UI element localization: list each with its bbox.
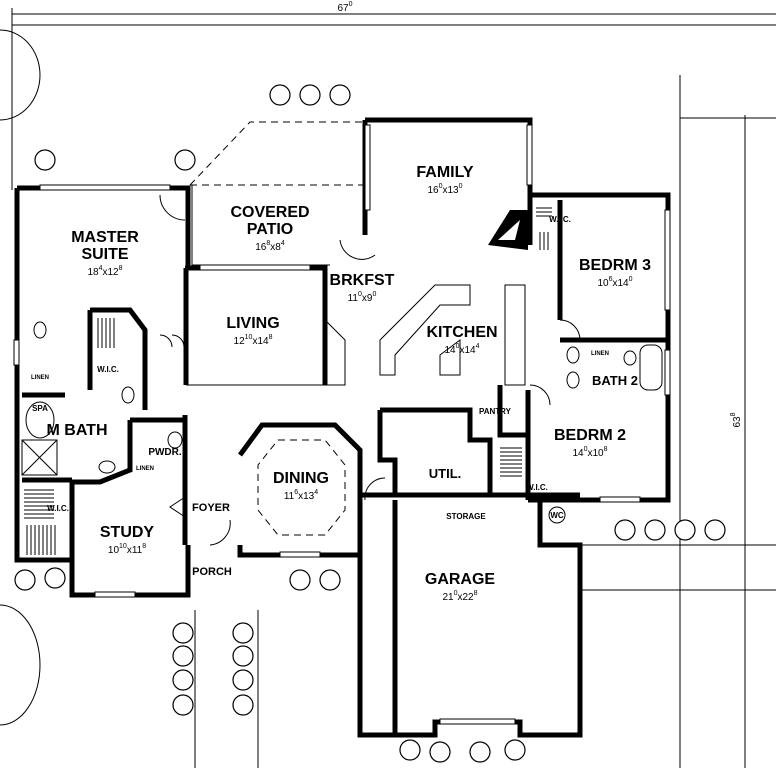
- tree-icon: [469, 741, 491, 763]
- shower-icon: [21, 439, 58, 476]
- dining-table-outline: [257, 439, 346, 536]
- room-dimensions: 140x108: [572, 446, 607, 459]
- room-name: KITCHEN: [426, 324, 497, 341]
- room-dimensions: 106x140: [597, 276, 632, 289]
- storage-label: STORAGE: [446, 512, 486, 521]
- room-dimensions: 168x84: [255, 240, 285, 253]
- room-dimensions: 160x130: [427, 183, 462, 196]
- landscaping-trees: [14, 84, 726, 763]
- room-dining: DINING 116x134: [273, 470, 329, 502]
- room-dimensions: 184x128: [87, 265, 122, 278]
- linen-label-pwdr: LINEN: [136, 466, 154, 472]
- tree-icon: [34, 149, 56, 171]
- bath-2-label: BATH 2: [592, 373, 638, 388]
- porch-label: PORCH: [192, 566, 232, 578]
- room-bedrm-2: BEDRM 2 140x108: [554, 427, 626, 459]
- room-dimensions: 140x144: [444, 343, 479, 356]
- tree-icon: [644, 519, 666, 541]
- tree-icon: [299, 84, 321, 106]
- room-name: MASTER: [71, 229, 139, 246]
- room-dimensions: 116x134: [284, 489, 318, 502]
- room-brkfst: BRKFST 110x90: [330, 272, 395, 304]
- room-name: GARAGE: [425, 571, 496, 588]
- room-name: BEDRM 2: [554, 427, 626, 444]
- tree-icon: [319, 569, 341, 591]
- room-dimensions: 1010x118: [108, 543, 146, 556]
- room-dimensions: 1210x148: [234, 334, 273, 347]
- overall-width-dimension: 670: [11, 1, 776, 190]
- spa-tub-icon: [25, 401, 55, 439]
- foyer-label: FOYER: [192, 502, 230, 514]
- room-name: COVERED: [230, 204, 309, 221]
- room-name: FAMILY: [416, 164, 474, 181]
- overall-depth-label: 638: [730, 412, 743, 427]
- tree-icon: [269, 84, 291, 106]
- room-family: FAMILY 160x130: [416, 164, 474, 196]
- tree-icon: [44, 567, 66, 589]
- wic-label-master: W.I.C.: [97, 365, 119, 374]
- room-study: STUDY 1010x118: [100, 524, 155, 556]
- tree-icon: [232, 669, 254, 691]
- bathtub-icon: [639, 344, 663, 391]
- m-bath-label: M BATH: [46, 422, 107, 439]
- tree-icon: [172, 669, 194, 691]
- tree-icon: [289, 569, 311, 591]
- room-name: BRKFST: [330, 272, 395, 289]
- room-name: BEDRM 3: [579, 257, 651, 274]
- tree-icon: [232, 622, 254, 644]
- wc-label: WC: [550, 511, 564, 520]
- wic-label-bedrm-2: W.I.C.: [526, 483, 548, 492]
- tree-icon: [704, 519, 726, 541]
- kitchen-island: [379, 284, 471, 376]
- tree-icon: [399, 739, 421, 761]
- tree-icon: [232, 645, 254, 667]
- toilet-icon: [33, 321, 47, 339]
- room-name: SUITE: [81, 246, 128, 263]
- pantry-label: PANTRY: [479, 407, 512, 416]
- room-bedrm-3: BEDRM 3 106x140: [579, 257, 651, 289]
- tree-icon: [232, 694, 254, 716]
- room-name: PATIO: [247, 221, 294, 238]
- room-garage: GARAGE 210x228: [425, 571, 496, 603]
- tree-icon: [174, 149, 196, 171]
- tree-icon: [504, 739, 526, 761]
- tree-icon: [172, 694, 194, 716]
- room-dimensions: 110x90: [348, 291, 377, 304]
- room-name: DINING: [273, 470, 329, 487]
- tree-icon: [329, 84, 351, 106]
- fireplace-icon: [488, 210, 528, 250]
- linen-label-bath-2: LINEN: [591, 351, 609, 357]
- tree-icon: [172, 622, 194, 644]
- room-dimensions: 210x228: [442, 590, 477, 603]
- overall-depth-dimension: 638: [680, 115, 776, 768]
- covered-patio-outline: [189, 121, 365, 186]
- wic-label-bath: W.I.C.: [47, 504, 69, 513]
- tree-icon: [674, 519, 696, 541]
- spa-label: SPA: [32, 404, 48, 413]
- wic-label-bedrm-3: W.I.C.: [549, 215, 571, 224]
- site-lines: [0, 24, 776, 768]
- tree-icon: [14, 569, 36, 591]
- pwdr-label: PWDR.: [148, 447, 182, 458]
- util-label: UTIL.: [429, 466, 462, 481]
- tree-icon: [429, 741, 451, 763]
- doors: [159, 194, 581, 546]
- tree-icon: [614, 519, 636, 541]
- minor-labels: M BATH BATH 2 PWDR. FOYER PORCH UTIL. PA…: [31, 215, 638, 578]
- overall-width-label: 670: [337, 1, 352, 14]
- room-living: LIVING 1210x148: [226, 315, 279, 347]
- wc-icon: [548, 506, 566, 524]
- room-name: LIVING: [226, 315, 279, 332]
- tree-icon: [172, 645, 194, 667]
- room-name: STUDY: [100, 524, 155, 541]
- closet-shelving: [24, 207, 552, 555]
- room-kitchen: KITCHEN 140x144: [426, 324, 497, 356]
- windows: [13, 124, 671, 725]
- linen-label-master: LINEN: [31, 375, 49, 381]
